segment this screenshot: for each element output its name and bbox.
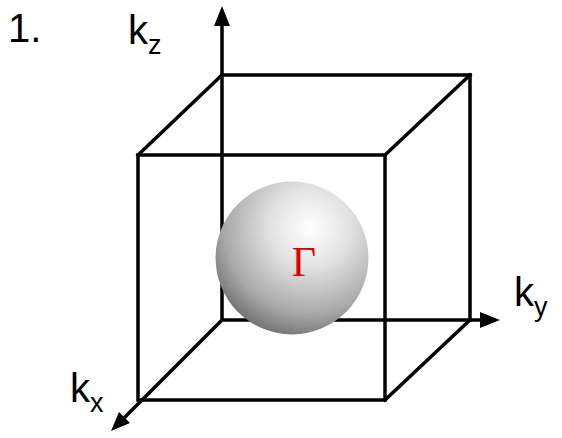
axis-label: kx [70, 368, 104, 408]
gamma-point-label: Γ [292, 241, 316, 283]
gamma-sphere: Γ [214, 180, 370, 336]
axis-label: kz [128, 10, 162, 50]
axis-arrowheads [111, 6, 500, 431]
k-axes [122, 22, 486, 420]
figure-number: 1. [8, 8, 41, 48]
axis-label: ky [514, 272, 548, 312]
